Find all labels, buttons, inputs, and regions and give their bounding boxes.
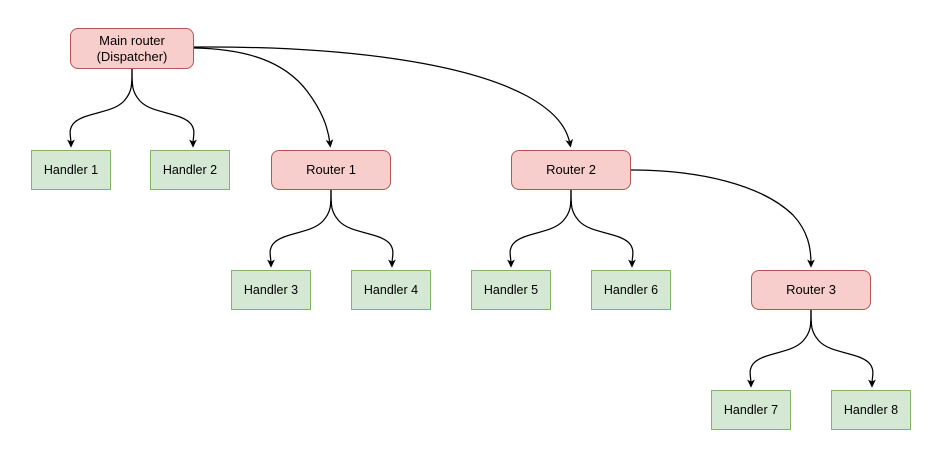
edge-router-2-to-router-3 xyxy=(630,169,815,268)
node-label-router-2: Router 2 xyxy=(546,162,596,178)
edge-router-1-to-handler-3 xyxy=(267,189,332,268)
node-label-router-1: Router 1 xyxy=(306,162,356,178)
node-label-handler-6: Handler 6 xyxy=(603,282,659,297)
edge-router-3-to-handler-7 xyxy=(747,309,812,388)
node-router-1[interactable]: Router 1 xyxy=(271,150,391,190)
node-label-handler-4: Handler 4 xyxy=(363,282,419,297)
node-router-3[interactable]: Router 3 xyxy=(751,270,871,310)
node-label-handler-2: Handler 2 xyxy=(162,162,218,177)
edge-router-3-to-handler-8 xyxy=(810,309,876,388)
edge-main-to-handler-1 xyxy=(67,68,133,148)
node-label-handler-3: Handler 3 xyxy=(243,282,299,297)
node-handler-4[interactable]: Handler 4 xyxy=(351,270,431,310)
node-handler-1[interactable]: Handler 1 xyxy=(31,150,111,190)
node-label-handler-8: Handler 8 xyxy=(843,402,899,417)
node-handler-7[interactable]: Handler 7 xyxy=(711,390,791,430)
node-router-2[interactable]: Router 2 xyxy=(511,150,631,190)
edge-router-2-to-handler-5 xyxy=(507,189,572,268)
edge-router-2-to-handler-6 xyxy=(570,189,636,268)
node-handler-3[interactable]: Handler 3 xyxy=(231,270,311,310)
node-handler-6[interactable]: Handler 6 xyxy=(591,270,671,310)
edge-main-to-router-2 xyxy=(193,46,573,148)
node-label-handler-5: Handler 5 xyxy=(483,282,539,297)
node-label-handler-7: Handler 7 xyxy=(723,402,779,417)
node-handler-5[interactable]: Handler 5 xyxy=(471,270,551,310)
node-handler-8[interactable]: Handler 8 xyxy=(831,390,911,430)
node-label-main-router: Main router (Dispatcher) xyxy=(96,33,168,64)
edge-main-to-handler-2 xyxy=(131,68,197,148)
node-main-router[interactable]: Main router (Dispatcher) xyxy=(70,28,194,69)
edge-router-1-to-handler-4 xyxy=(330,189,396,268)
node-handler-2[interactable]: Handler 2 xyxy=(150,150,230,190)
edge-main-to-router-1 xyxy=(193,47,334,148)
node-label-handler-1: Handler 1 xyxy=(43,162,99,177)
edge-group xyxy=(67,46,876,388)
node-label-router-3: Router 3 xyxy=(786,282,836,298)
